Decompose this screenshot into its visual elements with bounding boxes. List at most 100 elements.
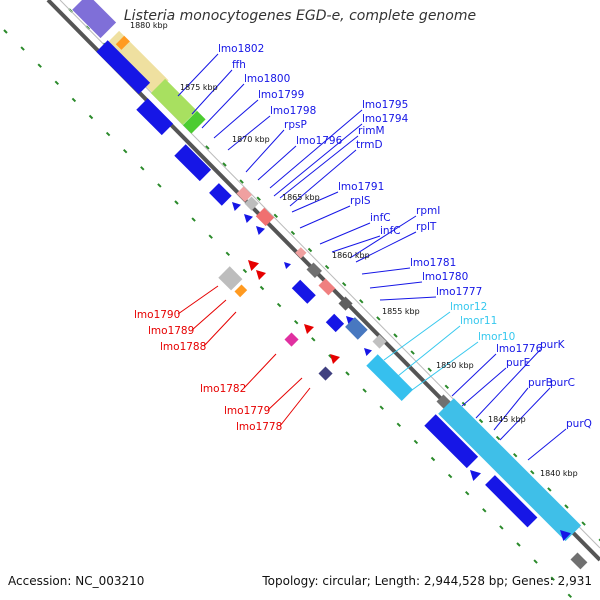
skew-dot <box>413 439 419 445</box>
cds-arrow <box>364 348 372 356</box>
skew-dot <box>191 217 196 222</box>
cds-arrow <box>232 202 241 211</box>
label-leader-lines <box>177 53 567 461</box>
leader-line <box>243 353 277 389</box>
leader-line <box>493 387 529 431</box>
rna-label: lmor10 <box>478 331 515 343</box>
gene-label: lmo1800 <box>244 73 290 85</box>
skew-dot <box>547 487 552 492</box>
gene-label: infC <box>380 225 401 237</box>
leader-line <box>289 149 357 207</box>
skew-dot <box>533 559 538 564</box>
skew-dot <box>20 46 25 51</box>
leader-line <box>355 231 417 263</box>
leader-line <box>203 311 237 347</box>
leader-line <box>475 349 541 419</box>
skew-dot <box>324 264 330 270</box>
skew-dot <box>362 388 367 393</box>
kbp-tick-label: 1865 kbp <box>282 193 320 202</box>
leader-line <box>257 145 297 181</box>
skew-dot <box>242 268 248 274</box>
leader-line <box>451 353 497 397</box>
skew-dot <box>345 371 350 376</box>
cds-block <box>345 317 368 340</box>
skew-dot <box>140 166 145 171</box>
gene-label-reverse: lmo1778 <box>236 421 282 433</box>
skew-dot <box>259 285 265 291</box>
skew-dot <box>256 196 261 201</box>
gene-label: rplS <box>350 195 371 207</box>
leader-line <box>267 377 303 411</box>
gene-label: ffh <box>232 59 246 71</box>
gene-label: rpsP <box>284 119 307 131</box>
misc-feature <box>570 552 588 570</box>
leader-line <box>499 387 551 441</box>
leader-line <box>177 285 219 315</box>
gene-label: purB <box>528 377 553 389</box>
skew-dot <box>208 234 213 239</box>
misc-feature <box>338 296 353 311</box>
skew-dot <box>239 179 244 184</box>
rna-label: lmor11 <box>460 315 497 327</box>
skew-dot <box>174 200 179 205</box>
skew-dot <box>550 576 555 581</box>
leader-line <box>191 69 233 115</box>
skew-dot <box>37 63 42 68</box>
kbp-tick-label: 1855 kbp <box>382 307 420 316</box>
leader-line <box>269 109 363 189</box>
cds-block <box>136 98 174 136</box>
skew-dot <box>495 435 501 441</box>
skew-dot <box>54 80 60 86</box>
gene-label: infC <box>370 212 391 224</box>
skew-dot <box>444 384 450 390</box>
cds-arrow <box>244 214 253 223</box>
gene-label: lmo1799 <box>258 89 304 101</box>
leader-line <box>527 428 567 461</box>
leader-line <box>397 325 461 377</box>
gene-label: lmo1798 <box>270 105 316 117</box>
rev-arrow <box>304 324 314 334</box>
gene-label: lmo1794 <box>362 113 409 125</box>
leader-line <box>361 267 411 275</box>
skew-dot <box>512 452 518 458</box>
gene-label: purQ <box>566 418 592 430</box>
skew-dot <box>567 593 573 599</box>
gene-label: lmo1795 <box>362 99 408 111</box>
leader-line <box>191 299 227 331</box>
skew-dot <box>122 148 128 154</box>
leader-line <box>319 222 371 245</box>
skew-dot <box>307 247 313 253</box>
gene-label: purK <box>540 339 566 351</box>
rev-arrow <box>256 270 266 280</box>
cds-arrow <box>284 262 291 269</box>
misc-feature <box>372 334 387 349</box>
gene-label: purE <box>506 357 530 369</box>
leader-line <box>273 123 363 197</box>
kbp-tick-label: 1860 kbp <box>332 251 370 260</box>
rna-block <box>438 398 582 542</box>
gene-label: lmo1796 <box>296 135 343 147</box>
skew-dot <box>225 251 231 257</box>
gene-label: lmo1791 <box>338 181 384 193</box>
kbp-tick-label: 1875 kbp <box>180 83 218 92</box>
misc-feature <box>318 278 336 296</box>
leader-line <box>461 367 507 407</box>
skew-dot <box>3 29 8 34</box>
misc-feature <box>218 266 243 291</box>
skew-dot <box>205 145 210 150</box>
leader-line <box>201 83 245 129</box>
skew-dot <box>464 490 470 496</box>
leader-line <box>213 99 259 139</box>
kbp-tick-label: 1840 kbp <box>540 469 578 478</box>
rrna-block <box>115 35 130 50</box>
skew-dot <box>105 131 111 137</box>
skew-dot <box>273 213 279 219</box>
skew-dot <box>290 230 296 236</box>
skew-dot <box>276 302 282 308</box>
gene-label: rimM <box>358 125 385 137</box>
gene-label: lmo1777 <box>436 286 482 298</box>
misc-feature <box>318 366 333 381</box>
rna-label: lmor12 <box>450 301 487 313</box>
rev-arrow <box>248 260 259 271</box>
leader-line <box>177 53 219 97</box>
